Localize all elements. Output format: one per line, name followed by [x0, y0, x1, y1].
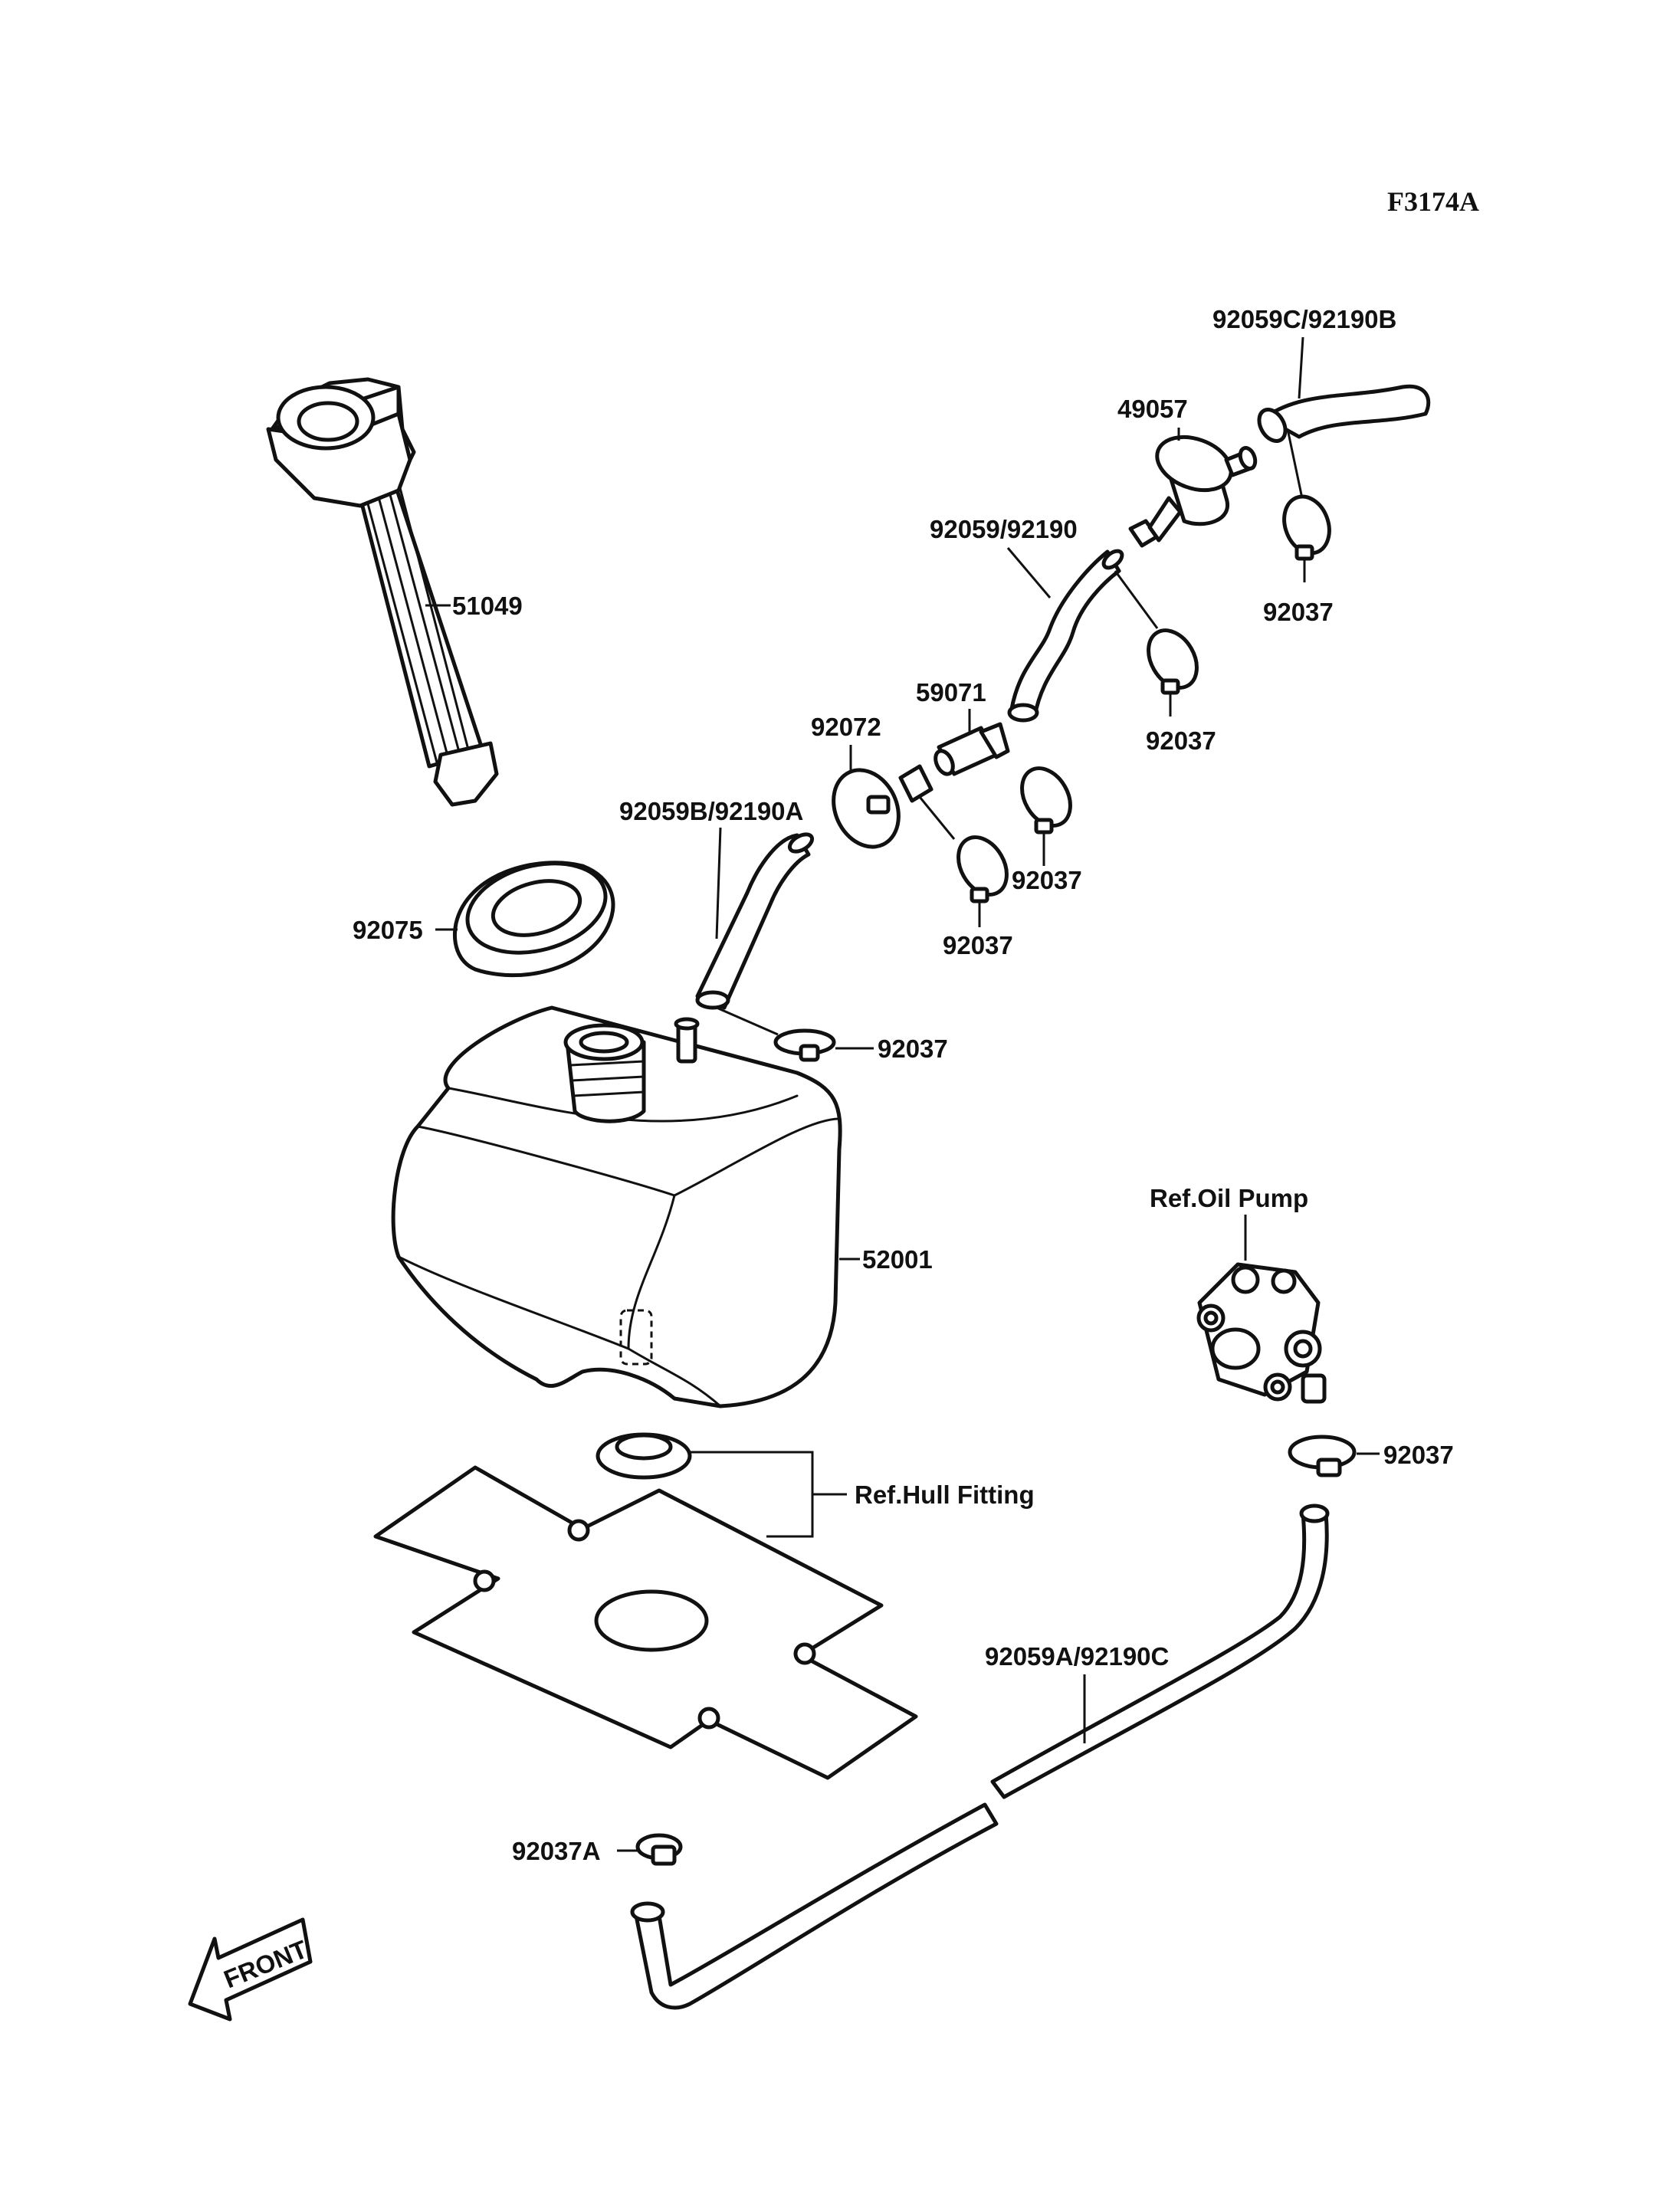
label-92037-lower-mid: 92037 [943, 931, 1013, 959]
clamp-92037-lower-mid: 92037 [943, 835, 1013, 959]
label-92059: 92059/92190 [930, 515, 1078, 543]
label-ref-oil-pump: Ref.Oil Pump [1150, 1184, 1308, 1212]
label-52001: 52001 [862, 1245, 933, 1274]
label-49057: 49057 [1117, 395, 1188, 423]
fuel-gauge-sender: 51049 [266, 377, 523, 807]
grommet-92075: 92075 [353, 861, 615, 978]
hull-fitting-plate: Ref.Hull Fitting [373, 1432, 1035, 1780]
oil-pump-ref: Ref.Oil Pump [1150, 1184, 1327, 1404]
clamp-92037-tank: 92037 [716, 1006, 948, 1063]
label-92037-pump: 92037 [1383, 1441, 1454, 1469]
filter-49057: 49057 [1117, 395, 1258, 548]
hose-92059b: 92059B/92190A [619, 797, 815, 1010]
hose-92059c: 92059C/92190B [1212, 305, 1431, 503]
label-ref-hull-fitting: Ref.Hull Fitting [855, 1481, 1035, 1509]
clamp-92037-pump: 92037 [1288, 1435, 1454, 1477]
clamp-92037-top-right: 92037 [1263, 494, 1334, 626]
oil-tank-52001: 52001 [391, 1005, 933, 1408]
figure-code: F3174A [1387, 186, 1479, 217]
check-valve-59071: 59071 [916, 678, 1010, 776]
front-arrow-icon: FRONT [188, 1917, 313, 2022]
label-92059b: 92059B/92190A [619, 797, 803, 825]
small-connector [898, 764, 956, 840]
label-92037-upper: 92037 [1146, 726, 1216, 755]
clamp-92037-mid: 92037 [1012, 766, 1082, 894]
label-92037-top-right: 92037 [1263, 598, 1334, 626]
hose-92059a: 92059A/92190C [630, 1503, 1330, 2010]
label-59071: 59071 [916, 678, 986, 707]
label-92059a: 92059A/92190C [985, 1642, 1169, 1671]
label-51049: 51049 [452, 592, 523, 620]
label-92037-tank: 92037 [878, 1035, 948, 1063]
clamp-92037a: 92037A [512, 1833, 683, 1866]
label-92072: 92072 [811, 713, 881, 741]
label-92059c: 92059C/92190B [1212, 305, 1396, 333]
label-92037-mid: 92037 [1012, 866, 1082, 894]
hose-92059: 92059/92190 [930, 515, 1159, 723]
label-92075: 92075 [353, 916, 423, 944]
clamp-92072: 92072 [811, 713, 901, 849]
label-92037a: 92037A [512, 1837, 601, 1865]
clamp-92037-upper: 92037 [1146, 628, 1216, 755]
